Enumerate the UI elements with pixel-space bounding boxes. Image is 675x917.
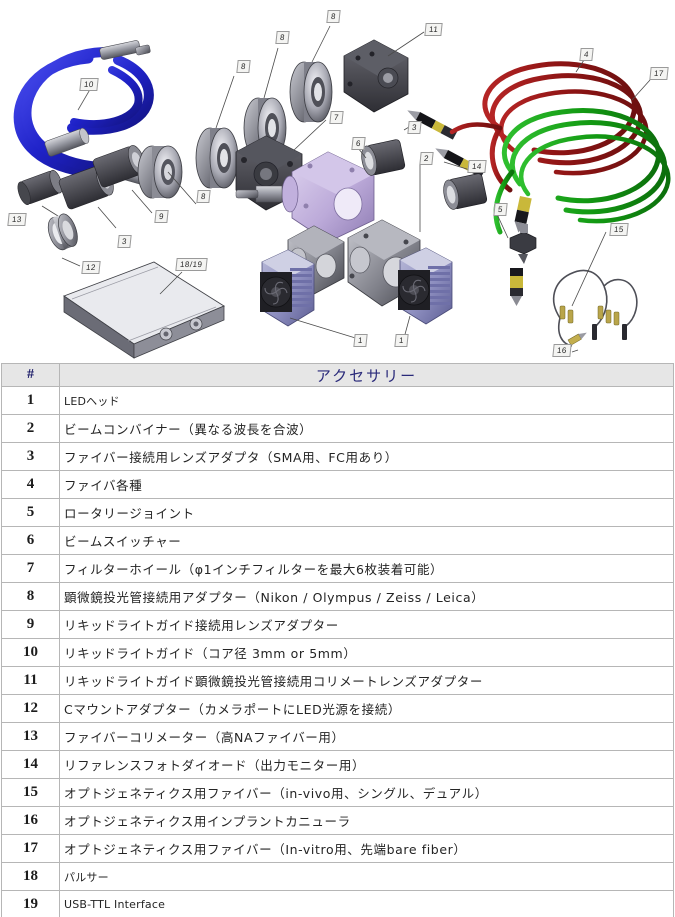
row-number: 13: [1, 722, 60, 751]
callout-4: 4: [579, 48, 594, 61]
row-description: USB-TTL Interface: [59, 890, 674, 917]
diagram-svg: [13, 25, 671, 359]
callout-1-a: 1: [353, 334, 368, 347]
row-number: 14: [1, 750, 60, 779]
row-description: リファレンスフォトダイオード（出力モニター用）: [59, 750, 674, 779]
row-number: 8: [1, 582, 60, 611]
row-number: 7: [1, 554, 60, 583]
row-number: 19: [1, 890, 60, 917]
row-description: オプトジェネティクス用ファイバー（in-vivo用、シングル、デュアル）: [59, 778, 674, 807]
gray-cube-switcher: [343, 31, 425, 113]
row-number: 9: [1, 610, 60, 639]
callout-3-b: 3: [117, 235, 132, 248]
row-description: Cマウントアダプター（カメラポートにLED光源を接続）: [59, 694, 674, 723]
optogenetics-fibers: [552, 231, 638, 353]
row-description: LEDヘッド: [59, 386, 674, 415]
callout-8-c: 8: [326, 10, 341, 23]
callout-6: 6: [351, 137, 366, 150]
row-number: 12: [1, 694, 60, 723]
callout-18-19: 18/19: [175, 258, 208, 271]
row-number: 16: [1, 806, 60, 835]
row-number: 18: [1, 862, 60, 891]
row-description: ビームスイッチャー: [59, 526, 674, 555]
row-number: 2: [1, 414, 60, 443]
callout-8-d: 8: [196, 190, 211, 203]
row-number: 6: [1, 526, 60, 555]
row-number: 10: [1, 638, 60, 667]
row-number: 4: [1, 470, 60, 499]
header-title-cell: アクセサリー: [59, 363, 674, 387]
row-number: 3: [1, 442, 60, 471]
row-description: リキッドライトガイド接続用レンズアダプター: [59, 610, 674, 639]
callout-8-b: 8: [275, 31, 290, 44]
row-number: 17: [1, 834, 60, 863]
row-description: ファイバーコリメーター（高NAファイバー用）: [59, 722, 674, 751]
callout-2: 2: [419, 152, 434, 165]
row-description: ファイバ各種: [59, 470, 674, 499]
callout-16: 16: [552, 344, 572, 357]
row-description: フィルターホイール（φ1インチフィルターを最大6枚装着可能）: [59, 554, 674, 583]
callout-14: 14: [467, 160, 487, 173]
row-description: オプトジェネティクス用インプラントカニューラ: [59, 806, 674, 835]
callout-3-a: 3: [407, 121, 422, 134]
row-description: 顕微鏡投光管接続用アダプター（Nikon / Olympus / Zeiss /…: [59, 582, 674, 611]
small-adapters-group: [17, 127, 153, 267]
row-description: リキッドライトガイド（コア径 3mm or 5mm）: [59, 638, 674, 667]
row-description: ファイバー接続用レンズアダプタ（SMA用、FC用あり）: [59, 442, 674, 471]
callout-13: 13: [7, 213, 27, 226]
callout-8-a: 8: [236, 60, 251, 73]
callout-12: 12: [81, 261, 101, 274]
row-description: ロータリージョイント: [59, 498, 674, 527]
header-number-cell: #: [1, 363, 60, 387]
row-description: オプトジェネティクス用ファイバー（In-vitro用、先端bare fiber）: [59, 834, 674, 863]
callout-1-b: 1: [394, 334, 409, 347]
beam-switcher-cylinder: [357, 139, 488, 210]
callout-11: 11: [424, 23, 443, 36]
row-number: 5: [1, 498, 60, 527]
led-head-left: [260, 249, 363, 341]
callout-17: 17: [649, 67, 669, 80]
exploded-assembly-diagram: 10 8 8 8 11 4 17 7 3 6 2 14 8 9 13 3 5 1…: [0, 0, 675, 363]
fiber-coils: [449, 59, 671, 235]
row-description: リキッドライトガイド顕微鏡投光管接続用コリメートレンズアダプター: [59, 666, 674, 695]
table-header-row: # アクセサリー: [1, 363, 674, 387]
row-description: ビームコンバイナー（異なる波長を合波）: [59, 414, 674, 443]
row-number: 11: [1, 666, 60, 695]
callout-5: 5: [493, 203, 508, 216]
rotary-joint-group: [495, 196, 537, 306]
callout-10: 10: [79, 78, 99, 91]
row-description: パルサー: [59, 862, 674, 891]
callout-15: 15: [609, 223, 629, 236]
row-number: 15: [1, 778, 60, 807]
callout-9: 9: [154, 210, 169, 223]
row-number: 1: [1, 386, 60, 415]
led-head-right: [398, 247, 453, 339]
beam-combiner-purple: [235, 151, 375, 243]
pulser-box: [63, 261, 225, 359]
callout-7: 7: [329, 111, 344, 124]
